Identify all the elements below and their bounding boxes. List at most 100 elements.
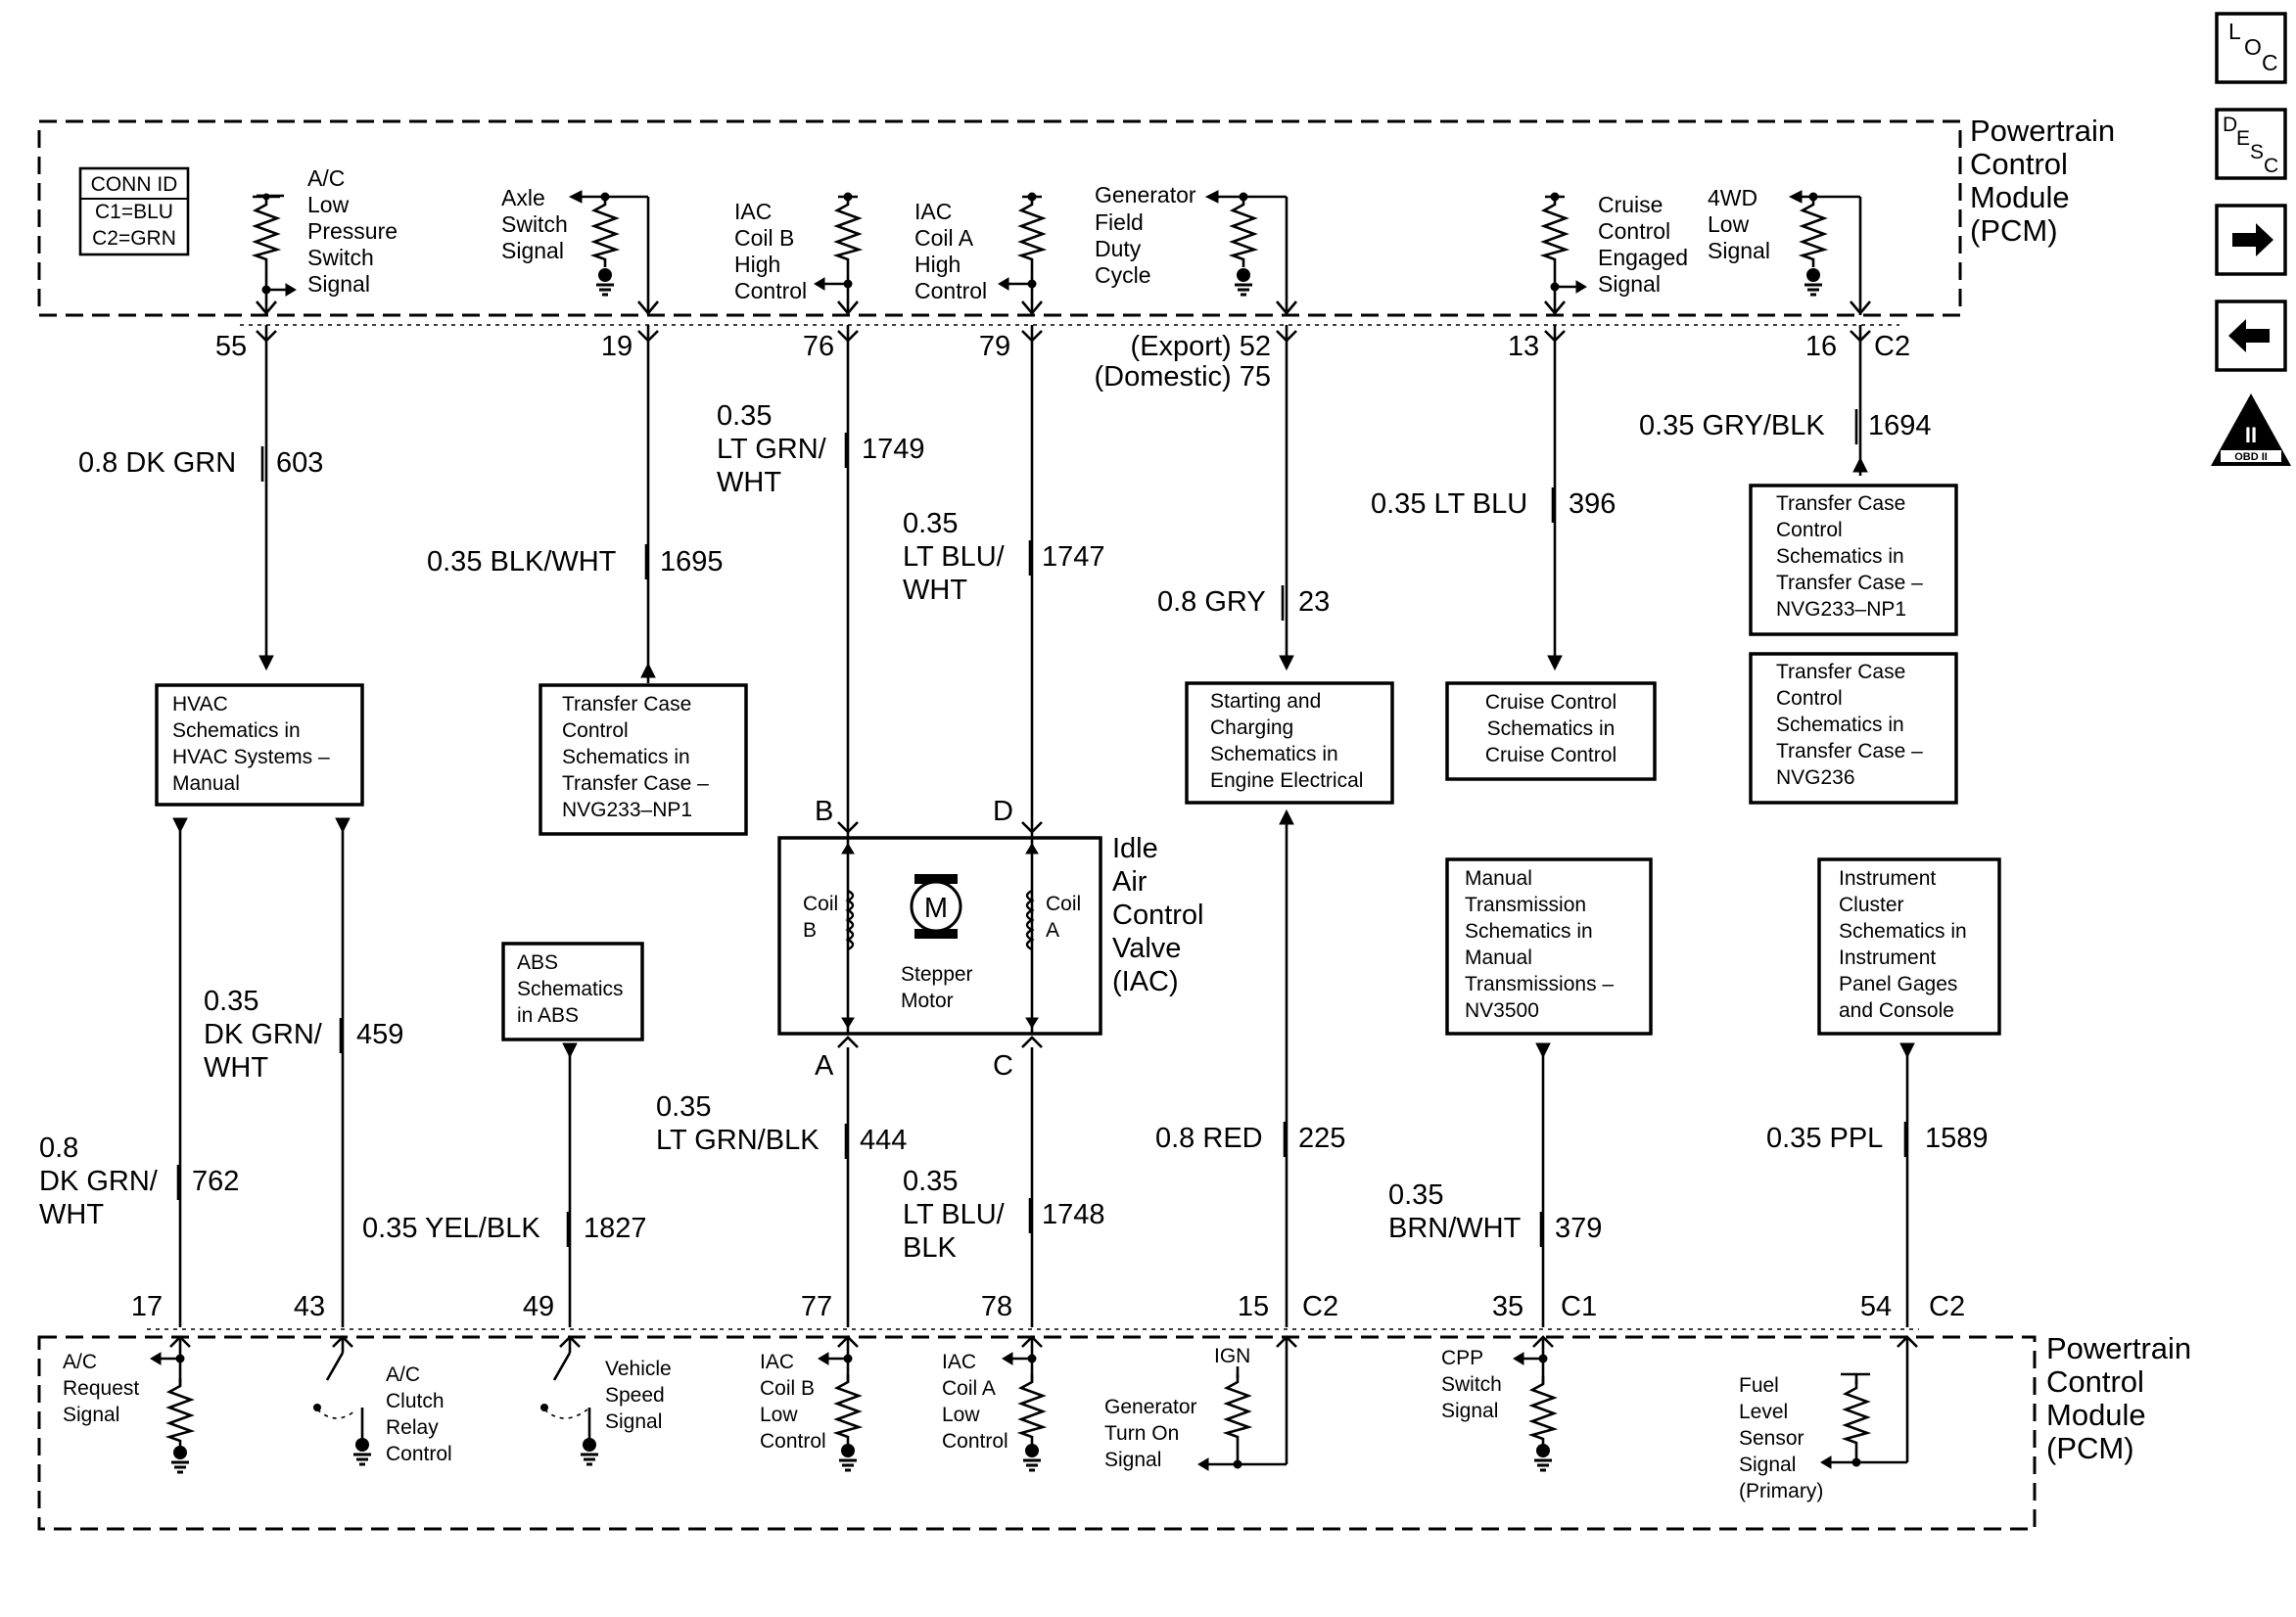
label-line: Cycle <box>1095 262 1151 288</box>
box-line: Schematics in <box>562 746 690 768</box>
wire-circuit: 1694 <box>1868 410 1932 441</box>
wire-396: 0.35 LT BLU 396 <box>1371 325 1616 671</box>
ref-box-instrument-cluster[interactable]: Instrument Cluster Schematics in Instrum… <box>1817 857 2001 1036</box>
pin-54: 54 <box>1860 1291 1892 1322</box>
label-line: Low <box>307 192 350 217</box>
box-line: Transfer Case – <box>1776 572 1923 594</box>
wire-gauge: LT BLU/ <box>903 1199 1006 1230</box>
label-line: Signal <box>605 1410 662 1433</box>
wire-circuit: 23 <box>1298 586 1330 618</box>
pin-75: (Domestic) 75 <box>1095 361 1272 393</box>
label-line: Axle <box>501 185 545 210</box>
next-button[interactable] <box>2215 204 2287 276</box>
pcm-circuit-43: A/C Clutch Relay Control <box>313 1335 452 1466</box>
iac-title: Idle Air Control Valve (IAC) <box>1112 833 1204 997</box>
label-line: Control <box>386 1443 452 1465</box>
box-line: Schematics in <box>1210 743 1338 765</box>
box-line: Transfer Case – <box>562 772 709 795</box>
ref-box-manual-transmission[interactable]: Manual Transmission Schematics in Manual… <box>1445 857 1653 1036</box>
pcm-top-box <box>37 119 1962 326</box>
wire-379: 0.35 BRN/WHT 379 <box>1388 1042 1602 1327</box>
label-line: Generator <box>1095 182 1196 208</box>
wire-gauge: 0.35 <box>204 986 258 1017</box>
pcm-resistor-55 <box>253 193 297 316</box>
label-line: Low <box>760 1404 798 1426</box>
label-line: Low <box>942 1404 980 1426</box>
coil-b-label: B <box>803 919 817 942</box>
wire-gauge: LT GRN/BLK <box>656 1125 820 1156</box>
wire-gauge: 0.8 GRY <box>1157 586 1266 618</box>
wire-gauge: LT BLU/ <box>903 541 1006 573</box>
label-line: Vehicle <box>605 1358 672 1380</box>
wire-gauge: DK GRN/ <box>204 1019 323 1050</box>
coil-a-label: Coil <box>1046 893 1081 915</box>
wire-circuit: 762 <box>192 1166 239 1197</box>
connector-c2-bottom-right: C2 <box>1929 1291 1965 1322</box>
wire-603: 0.8 DK GRN 603 <box>78 325 323 671</box>
label-line: Generator <box>1104 1396 1197 1418</box>
pcm-bottom-label-2: Control <box>2046 1364 2144 1399</box>
pcm-circuit-77: IAC Coil B Low Control <box>760 1335 861 1472</box>
label-line: Engaged <box>1598 245 1688 270</box>
ref-box-abs[interactable]: ABS Schematics in ABS <box>501 942 644 1041</box>
iac-valve: M Coil B Coil A Stepper Motor <box>777 821 1102 1048</box>
wire-762: 0.8 DK GRN/ WHT 762 <box>39 817 239 1327</box>
label-line: Control <box>942 1430 1008 1453</box>
label-line: Request <box>63 1377 139 1400</box>
desc-button[interactable]: D E S C <box>2215 108 2287 180</box>
box-line: Starting and <box>1210 690 1321 713</box>
motor-label: Motor <box>901 990 954 1012</box>
box-line: Schematics <box>517 978 624 1000</box>
box-line: Manual <box>1465 947 1532 969</box>
ref-box-cruise-control[interactable]: Cruise Control Schematics in Cruise Cont… <box>1445 681 1657 781</box>
pcm-top-label-1: Powertrain <box>1970 114 2115 148</box>
box-line: HVAC <box>172 693 228 716</box>
ref-box-hvac[interactable]: HVAC Schematics in HVAC Systems – Manual <box>155 683 364 807</box>
wire-gauge: 0.35 <box>717 400 772 432</box>
wire-gauge: 0.35 <box>903 508 958 539</box>
iac-title-line: Air <box>1112 866 1148 898</box>
iac-pin-b: B <box>815 796 833 827</box>
label-line: Cruise <box>1598 192 1663 217</box>
pin-15: 15 <box>1238 1291 1269 1322</box>
ref-box-transfer-np1-right[interactable]: Transfer Case Control Schematics in Tran… <box>1749 484 1958 636</box>
pin-43: 43 <box>294 1291 325 1322</box>
pcm-bottom-label-4: (PCM) <box>2046 1431 2134 1465</box>
pcm-circuit-17: A/C Request Signal <box>63 1335 193 1474</box>
pin-35: 35 <box>1492 1291 1523 1322</box>
label-line: Signal <box>1104 1449 1161 1471</box>
box-line: Schematics in <box>1776 714 1904 736</box>
label-line: Signal <box>501 238 564 263</box>
previous-button[interactable] <box>2215 300 2287 372</box>
label-line: Low <box>1708 211 1750 237</box>
ref-box-transfer-nvg236[interactable]: Transfer Case Control Schematics in Tran… <box>1749 652 1958 805</box>
label-line: Control <box>760 1430 826 1453</box>
iac-pins: B D A C <box>815 796 1013 1082</box>
label-line: Speed <box>605 1384 665 1407</box>
pcm-top-label-4: (PCM) <box>1970 213 2058 248</box>
box-line: Cruise Control <box>1485 744 1617 766</box>
loc-button[interactable]: L O C <box>2215 12 2287 84</box>
wire-circuit: 396 <box>1569 488 1616 520</box>
iac-pin-c: C <box>993 1050 1013 1082</box>
connector-c2: C2 <box>1874 331 1910 362</box>
box-line: in ABS <box>517 1004 579 1027</box>
wire-gauge: 0.8 RED <box>1155 1123 1263 1154</box>
box-line: Transfer Case <box>1776 661 1905 683</box>
label-line: Level <box>1739 1401 1788 1423</box>
iac-pin-d: D <box>993 796 1013 827</box>
pcm-resistor-76 <box>814 192 861 316</box>
obd-ii-button[interactable]: II OBD II <box>2211 393 2291 466</box>
wire-1695: 0.35 BLK/WHT 1695 <box>427 325 724 683</box>
label-line: Signal <box>1598 271 1661 297</box>
label-line: Switch <box>501 211 568 237</box>
wire-circuit: 1749 <box>862 434 925 465</box>
loc-o: O <box>2244 34 2262 60</box>
ref-box-transfer-np1-left[interactable]: Transfer Case Control Schematics in Tran… <box>539 683 748 836</box>
wire-1827: 0.35 YEL/BLK 1827 <box>362 1042 647 1327</box>
pin-19: 19 <box>601 331 633 362</box>
box-line: Control <box>1776 687 1843 710</box>
box-line: Panel Gages <box>1839 973 1957 995</box>
ref-box-starting-charging[interactable]: Starting and Charging Schematics in Engi… <box>1185 681 1394 805</box>
